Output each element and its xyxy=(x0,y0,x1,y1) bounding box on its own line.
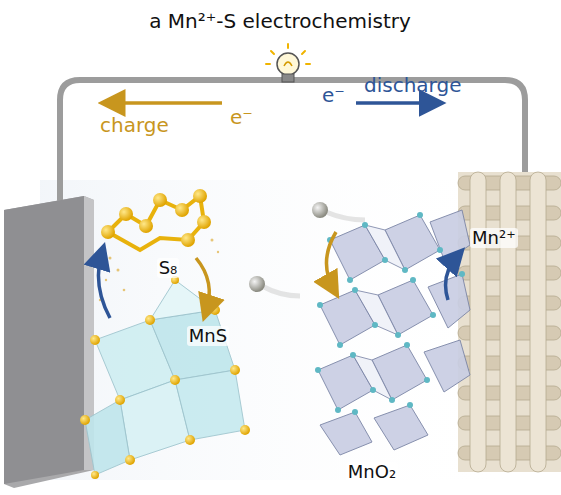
oxidation-arrow xyxy=(98,252,110,318)
deposition-arrow xyxy=(326,232,336,290)
species-label: S₈ xyxy=(157,258,180,278)
charge-arrow xyxy=(108,101,222,105)
charge-label: charge xyxy=(100,114,169,136)
circuit-wire xyxy=(60,80,525,200)
discharge-arrow xyxy=(356,101,436,105)
ion-label: Mn²⁺ xyxy=(470,228,518,248)
species-label: MnO₂ xyxy=(346,462,398,482)
background-glow xyxy=(40,180,520,480)
anode-plate xyxy=(4,196,94,488)
species-label: MnS xyxy=(187,326,229,346)
electron-label: e⁻ xyxy=(322,84,345,106)
mno2-lattice xyxy=(315,210,470,455)
dissolution-arrow xyxy=(446,255,458,300)
discharge-label: discharge xyxy=(364,74,461,96)
electron-label: e⁻ xyxy=(230,106,253,128)
s8-ring xyxy=(95,189,219,301)
figure-title: a Mn²⁺-S electrochemistry xyxy=(149,10,411,32)
reduction-arrow xyxy=(196,258,209,312)
light-bulb xyxy=(266,44,310,82)
carbon-cloth xyxy=(458,172,561,472)
